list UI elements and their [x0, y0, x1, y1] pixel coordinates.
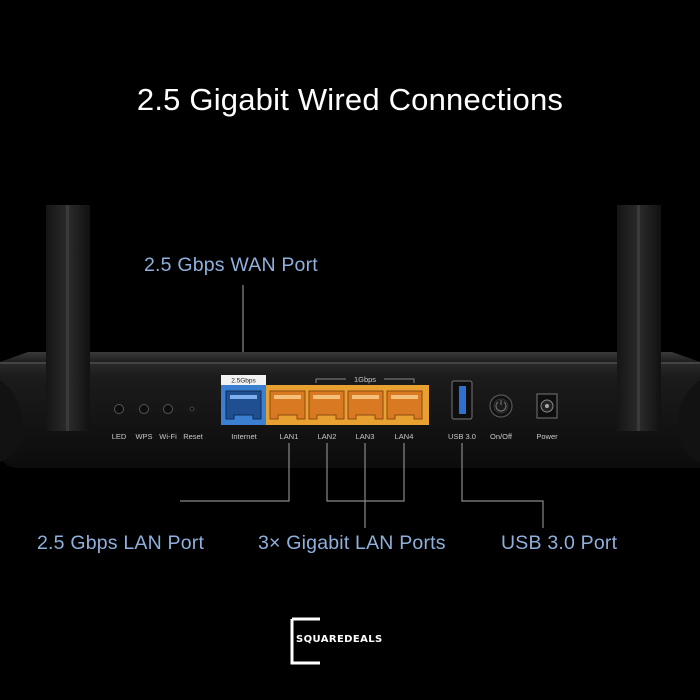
- usb-port-label: USB 3.0: [448, 432, 476, 441]
- reset-label: Reset: [183, 432, 204, 441]
- power-button-icon: [489, 394, 513, 418]
- lan2-ethernet-jack: [308, 390, 345, 420]
- usb-leader-line: [461, 443, 544, 528]
- brand-logo: SQUAREDEALS: [290, 617, 410, 665]
- lan-port-callout: 2.5 Gbps LAN Port: [37, 532, 205, 554]
- logo-text: SQUAREDEALS: [296, 634, 383, 645]
- lan-leader-line: [180, 443, 290, 502]
- led-button: [114, 404, 124, 414]
- onoff-label: On/Off: [490, 432, 513, 441]
- wifi-label: Wi-Fi: [159, 432, 177, 441]
- router-edge-highlight: [0, 362, 700, 364]
- reset-pinhole: [189, 406, 195, 412]
- lan-speed-label: 1Gbps: [354, 375, 376, 384]
- internet-port-label: Internet: [231, 432, 257, 441]
- wan-label-strip: [221, 375, 266, 385]
- wan-ethernet-jack: [225, 390, 262, 420]
- lan1-ethernet-jack: [269, 390, 306, 420]
- logo-frame: [290, 617, 320, 665]
- lan4-port-label: LAN4: [395, 432, 414, 441]
- lan3-port-label: LAN3: [356, 432, 375, 441]
- wan-port-callout: 2.5 Gbps WAN Port: [144, 254, 318, 276]
- wan-speed-label: 2.5Gbps: [231, 378, 256, 385]
- power-jack: [536, 393, 558, 419]
- usb-port: [451, 380, 473, 420]
- wifi-button: [163, 404, 173, 414]
- gigabit-leader-line: [326, 443, 405, 528]
- lan1-port-label: LAN1: [280, 432, 299, 441]
- wps-button: [139, 404, 149, 414]
- power-label: Power: [536, 432, 558, 441]
- router-left-foot: [0, 380, 22, 462]
- led-label: LED: [112, 432, 127, 441]
- left-antenna-edge: [66, 205, 69, 431]
- wps-label: WPS: [135, 432, 152, 441]
- gigabit-ports-callout: 3× Gigabit LAN Ports: [258, 532, 446, 554]
- lan-speed-bracket: [315, 378, 415, 383]
- lan3-ethernet-jack: [347, 390, 384, 420]
- usb-port-callout: USB 3.0 Port: [501, 532, 618, 554]
- router-right-foot: [678, 380, 700, 462]
- right-antenna-edge: [637, 205, 640, 431]
- lan2-port-label: LAN2: [318, 432, 337, 441]
- lan4-ethernet-jack: [386, 390, 423, 420]
- router-top-surface: [0, 352, 700, 362]
- headline: 2.5 Gigabit Wired Connections: [136, 82, 564, 117]
